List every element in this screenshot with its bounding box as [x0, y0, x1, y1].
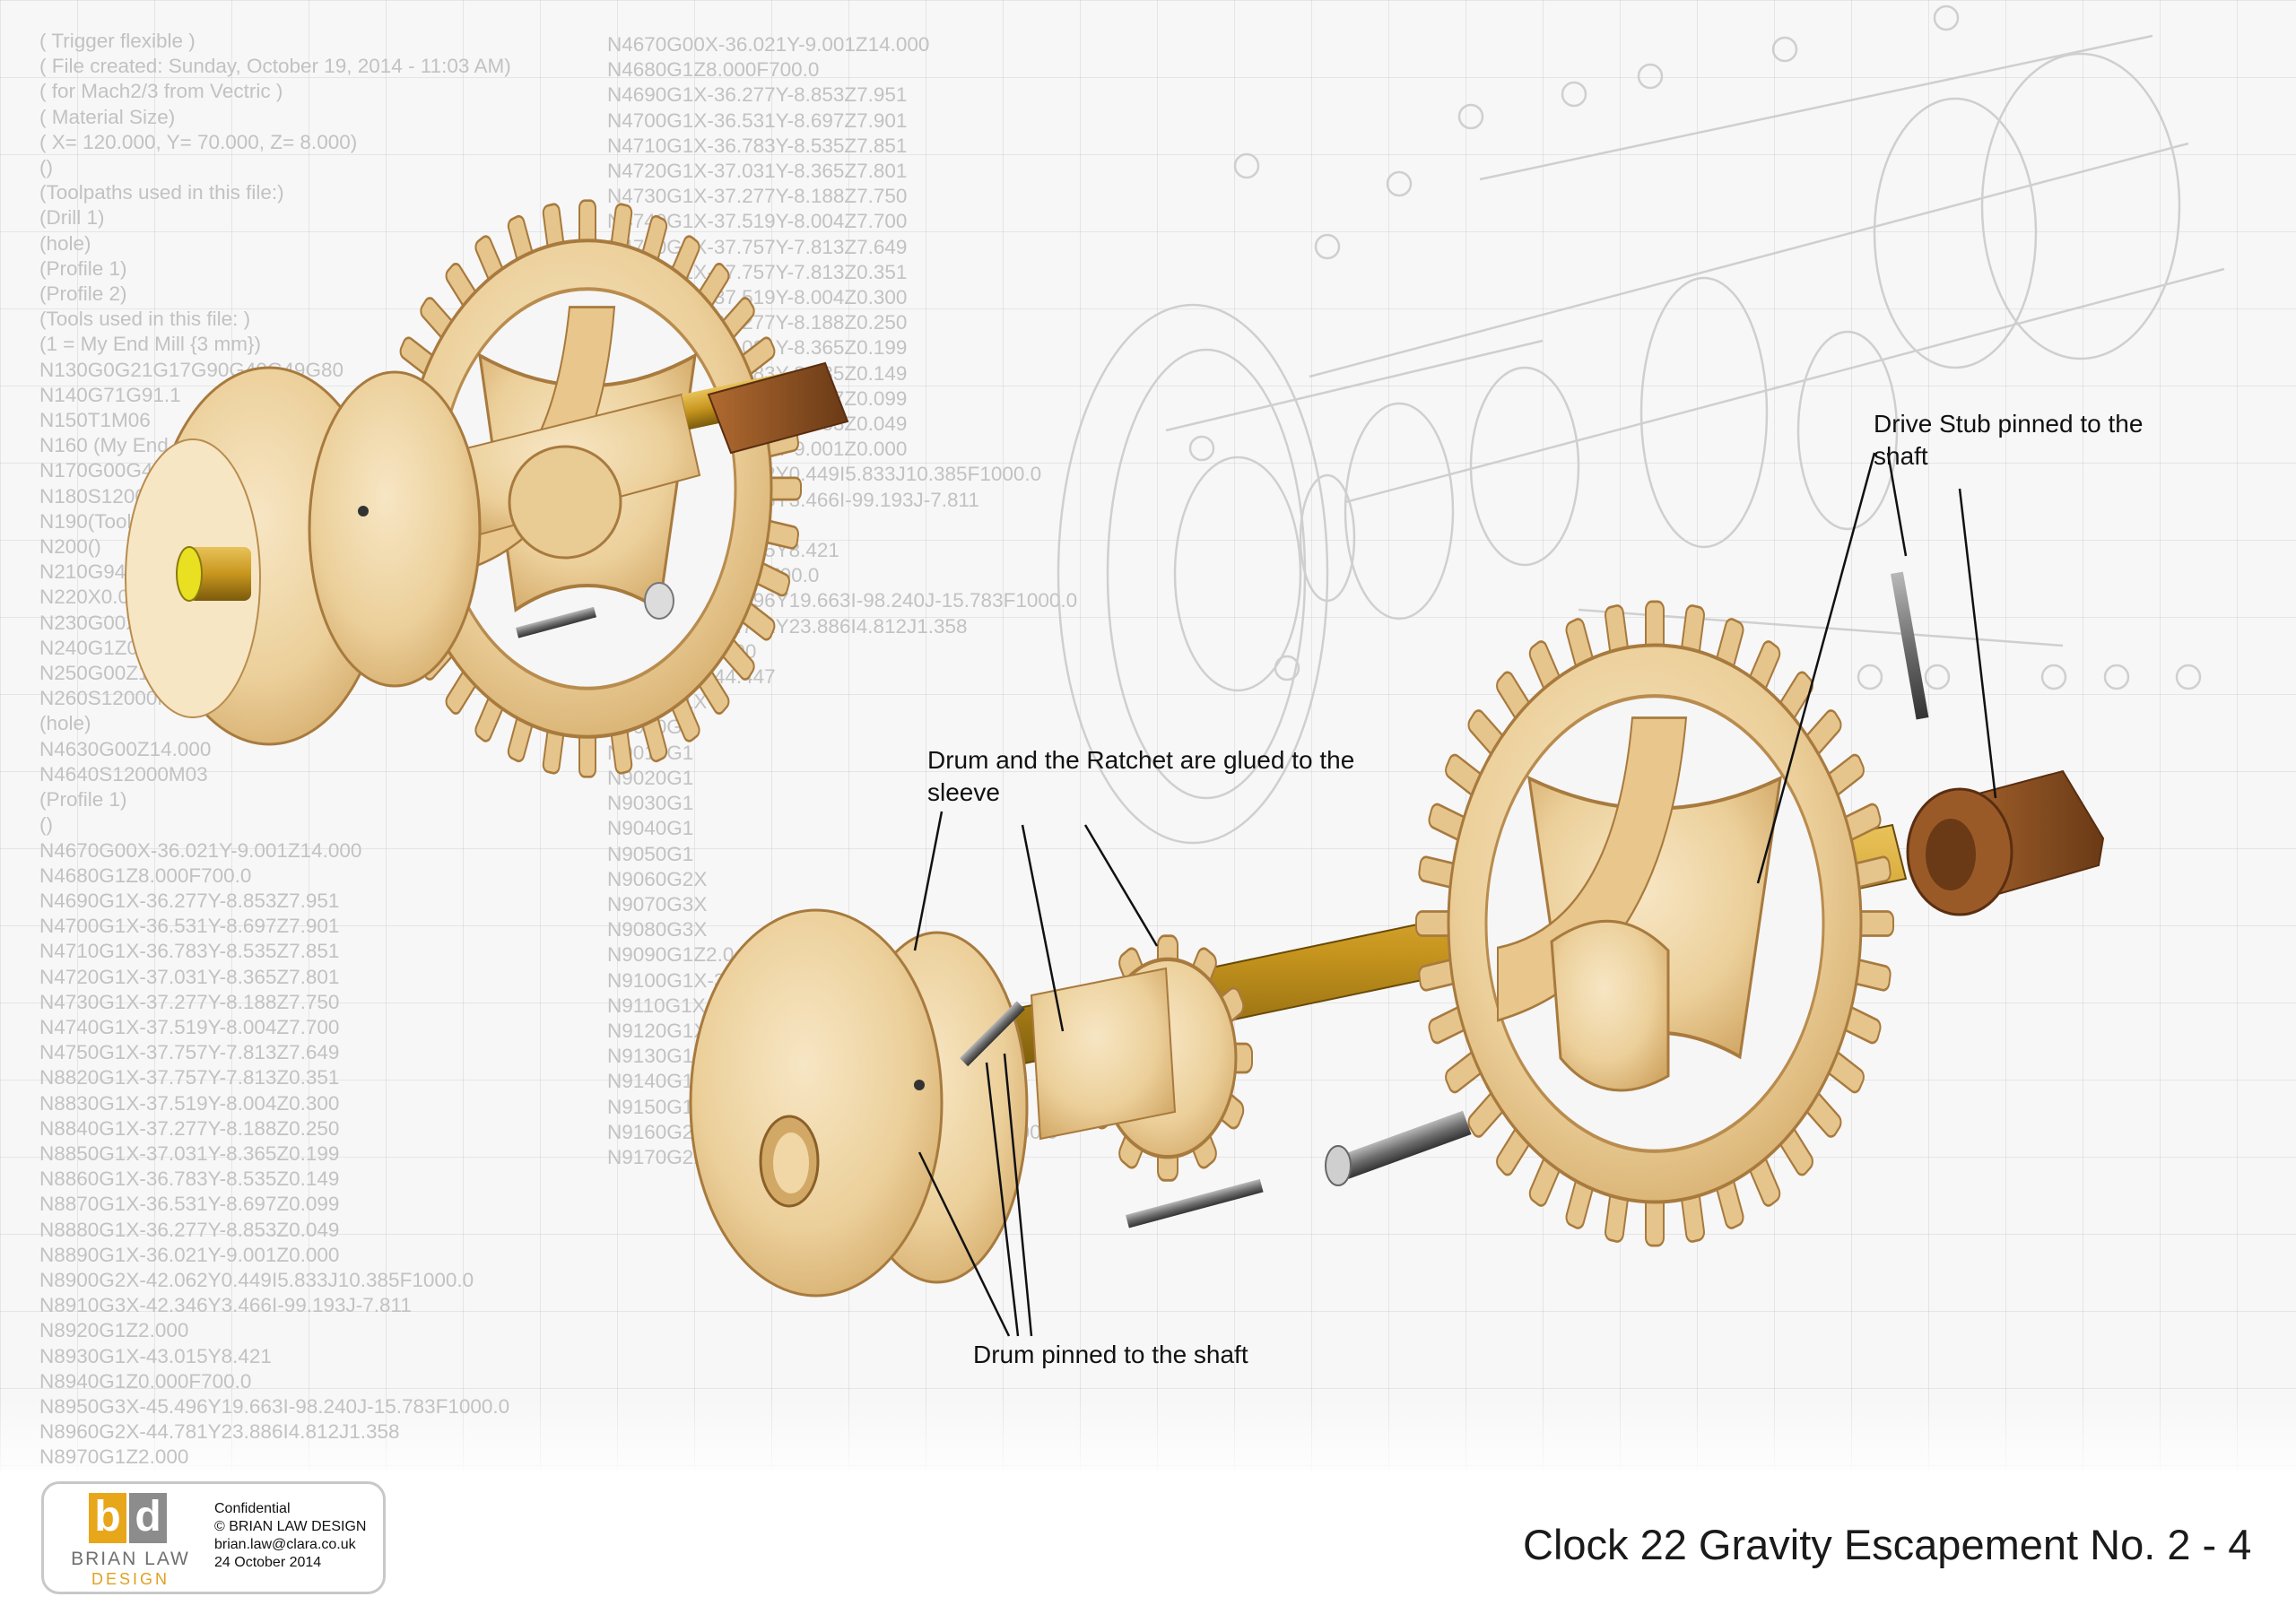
gcode-line: N8840G1X-37.277Y-8.188Z0.250	[39, 1116, 340, 1140]
brian-law-logo: b d	[89, 1493, 168, 1545]
gcode-line: N4690G1X-36.277Y-8.853Z7.951	[39, 889, 340, 912]
gcode-line: N170G00G43	[39, 459, 164, 482]
gcode-line: ( X= 120.000, Y= 70.000, Z= 8.000)	[39, 130, 358, 153]
gcode-line: N200()	[39, 535, 101, 559]
gcode-line: N4680G1Z8.000F700.0	[39, 864, 252, 887]
gcode-line: N8850G1X-37.031Y-8.365Z0.199	[39, 1141, 340, 1165]
assembled-escapement-unit	[125, 199, 849, 778]
drive-stub-pin	[1891, 571, 1929, 720]
gcode-line: N9060G2X	[607, 867, 708, 890]
gcode-line: N8890G1X-36.021Y-9.001Z0.000	[39, 1243, 340, 1266]
callout-drive-stub: Drive Stub pinned to the shaft	[1874, 410, 2144, 470]
gcode-line: N9090G1Z2.0	[607, 943, 735, 967]
gcode-line: N8920G1Z2.000	[39, 1319, 189, 1342]
gcode-line: N8820G1X-37.757Y-7.813Z0.351	[39, 1066, 340, 1089]
email-label: brian.law@clara.co.uk	[214, 1537, 356, 1552]
gcode-line: (hole)	[39, 712, 91, 735]
gcode-line: N9080G3X	[607, 918, 708, 942]
gcode-line: N9050G1	[607, 842, 694, 865]
callout-drum-pinned: Drum pinned to the shaft	[973, 1341, 1248, 1368]
gcode-line: N150T1M06	[39, 409, 151, 432]
copyright-label: © BRIAN LAW DESIGN	[214, 1519, 367, 1534]
gcode-line: N8900G2X-42.062Y0.449I5.833J10.385F1000.…	[39, 1268, 474, 1291]
gcode-line: (Drill 1)	[39, 206, 105, 230]
gcode-line: N8940G1Z0.000F700.0	[39, 1369, 252, 1393]
logo-letter-d: d	[129, 1493, 167, 1543]
gcode-line: N4720G1X-37.031Y-8.365Z7.801	[607, 160, 908, 183]
gcode-line: (Profile 1)	[39, 256, 127, 280]
gcode-line: (Toolpaths used in this file:)	[39, 181, 284, 204]
gcode-line: N4730G1X-37.277Y-8.188Z7.750	[607, 185, 908, 208]
gcode-line: N9070G3X	[607, 892, 708, 916]
gcode-line: N8860G1X-36.783Y-8.535Z0.149	[39, 1167, 340, 1191]
gcode-line: N4700G1X-36.531Y-8.697Z7.901	[39, 915, 340, 938]
logo-name: BRIAN LAW	[71, 1549, 190, 1569]
gcode-line: ( Trigger flexible )	[39, 30, 196, 52]
confidential-label: Confidential	[214, 1501, 291, 1516]
gcode-line: N4750G1X-37.757Y-7.813Z7.649	[39, 1041, 340, 1064]
gcode-line: N8930G1X-43.015Y8.421	[39, 1344, 272, 1367]
exploded-parts	[689, 571, 2105, 1298]
gcode-line: N4710G1X-36.783Y-8.535Z7.851	[607, 134, 908, 157]
gcode-line: N4680G1Z8.000F700.0	[607, 58, 820, 82]
gcode-line: N4720G1X-37.031Y-8.365Z7.801	[39, 965, 340, 988]
drive-stub	[1906, 769, 2105, 916]
gcode-line: N8950G3X-45.496Y19.663I-98.240J-15.783F1…	[39, 1394, 510, 1418]
gcode-line: N8970G1Z2.000	[39, 1445, 189, 1469]
gcode-line: (Profile 1)	[39, 788, 127, 812]
drum-pin	[1126, 1178, 1264, 1228]
callout-drum-ratchet: Drum and the Ratchet are glued to the sl…	[927, 746, 1355, 806]
gcode-line: N4740G1X-37.519Y-8.004Z7.700	[39, 1015, 340, 1038]
gcode-line: ()	[39, 813, 53, 837]
gcode-line: N8880G1X-36.277Y-8.853Z0.049	[39, 1218, 340, 1241]
gcode-line: N4670G00X-36.021Y-9.001Z14.000	[607, 33, 930, 56]
date-label: 24 October 2014	[214, 1555, 322, 1570]
callout-leader-lines	[913, 452, 1997, 1337]
gcode-line: (Profile 2)	[39, 282, 127, 306]
gcode-line: N8830G1X-37.519Y-8.004Z0.300	[39, 1091, 340, 1115]
gcode-line: N4670G00X-36.021Y-9.001Z14.000	[39, 838, 362, 862]
gcode-line: ()	[39, 156, 53, 179]
gcode-line: N210G94	[39, 560, 126, 584]
gcode-line: N4700G1X-36.531Y-8.697Z7.901	[607, 108, 908, 132]
gcode-line: N8910G3X-42.346Y3.466I-99.193J-7.811	[39, 1294, 412, 1317]
gcode-listing-left: ( Trigger flexible ) ( File created: Sund…	[39, 29, 511, 1471]
logo-letter-b: b	[89, 1493, 126, 1543]
title-block: b d BRIAN LAW DESIGN Confidential © BRIA…	[41, 1481, 386, 1594]
gcode-line: ( Material Size)	[39, 105, 176, 128]
gcode-line: N9040G1	[607, 817, 694, 840]
gcode-line: ( for Mach2/3 from Vectric )	[39, 80, 283, 103]
drawing-grid-background	[0, 0, 2296, 1471]
gcode-line: N140G71G91.1	[39, 383, 181, 406]
gcode-line: (hole)	[39, 231, 91, 255]
gcode-line: (1 = My End Mill {3 mm})	[39, 333, 261, 356]
gcode-line: N4710G1X-36.783Y-8.535Z7.851	[39, 940, 340, 963]
title-block-info: Confidential © BRIAN LAW DESIGN brian.la…	[214, 1500, 366, 1572]
gcode-line: N8960G2X-44.781Y23.886I4.812J1.358	[39, 1420, 400, 1444]
drum	[689, 908, 944, 1298]
gcode-line: N4630G00Z14.000	[39, 737, 212, 760]
drawing-title: Clock 22 Gravity Escapement No. 2 - 4	[1523, 1521, 2252, 1568]
logo-subtitle: DESIGN	[91, 1570, 170, 1588]
gcode-line: N4730G1X-37.277Y-8.188Z7.750	[39, 990, 340, 1013]
gcode-line: (Tools used in this file: )	[39, 308, 251, 331]
gcode-line: N9030G1	[607, 792, 694, 815]
gcode-line: N8870G1X-36.531Y-8.697Z0.099	[39, 1193, 340, 1216]
gcode-line: ( File created: Sunday, October 19, 2014…	[39, 55, 511, 78]
gcode-line: N160 (My End	[39, 434, 169, 457]
gcode-line: N4640S12000M03	[39, 762, 208, 785]
gcode-line: N4690G1X-36.277Y-8.853Z7.951	[607, 83, 908, 107]
